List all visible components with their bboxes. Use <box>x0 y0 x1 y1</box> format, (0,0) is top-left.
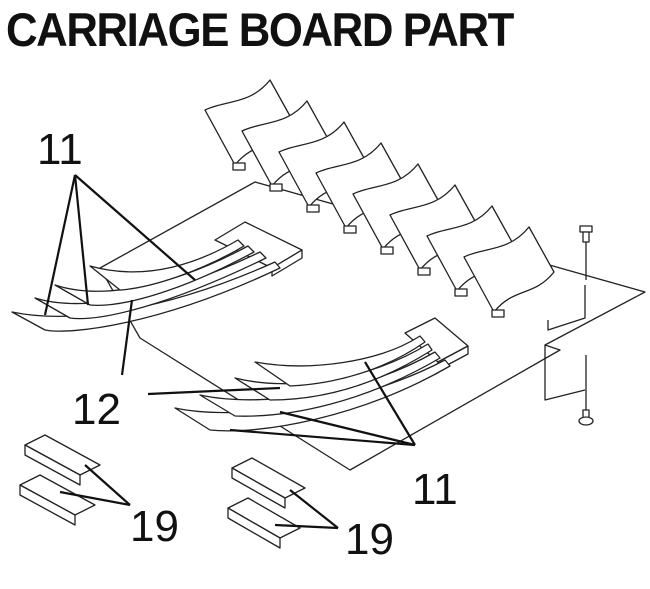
screw-top <box>579 225 593 280</box>
card-slot <box>306 204 320 213</box>
card-slot <box>232 162 246 171</box>
callout-19-right: 19 <box>345 515 394 564</box>
card-slot <box>491 309 505 318</box>
callout-19-left: 19 <box>130 502 179 551</box>
card-slot <box>269 183 283 192</box>
screw-bottom <box>578 355 594 426</box>
cable-group-left <box>11 221 303 332</box>
cable-cards-top <box>204 79 555 318</box>
cable-card <box>463 226 555 313</box>
callout-11-top: 11 <box>37 125 83 174</box>
card-slot <box>343 225 357 234</box>
diagram-title: CARRIAGE BOARD PART <box>6 3 514 56</box>
card-slot <box>380 246 394 255</box>
connector-19-right <box>227 457 306 549</box>
card-slot <box>454 288 468 297</box>
callout-12: 12 <box>72 385 121 434</box>
card-slot <box>417 267 431 276</box>
connector-19-left <box>19 434 101 526</box>
leader-lines <box>43 174 416 530</box>
callout-11-bottom: 11 <box>412 465 458 514</box>
